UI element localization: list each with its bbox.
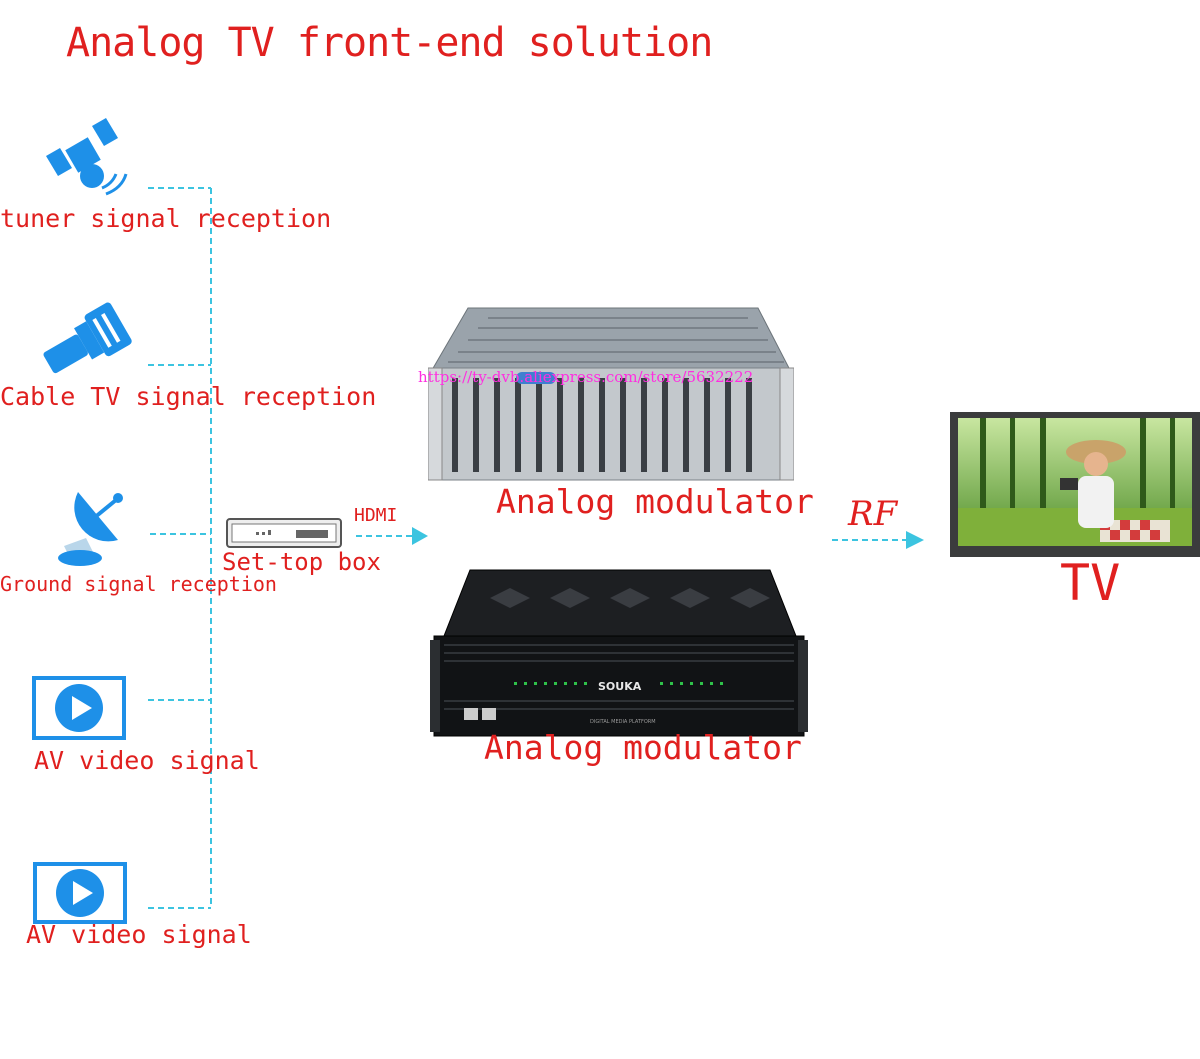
watermark-url: https://ty-dvb.aliexpress.com/store/5632… <box>418 368 754 386</box>
settop-label: Set-top box <box>222 548 381 576</box>
play-icon <box>33 862 127 924</box>
tv-label: TV <box>1060 554 1121 612</box>
hdmi-label: HDMI <box>354 505 398 526</box>
source-label-tuner: tuner signal reception <box>0 204 332 233</box>
satellite-icon <box>40 118 130 196</box>
analog-modulator-rack-black <box>430 568 808 740</box>
source-label-ground: Ground signal reception <box>0 572 277 596</box>
modulator-label-1: Analog modulator <box>496 482 814 521</box>
play-icon <box>32 676 126 740</box>
brand-subtext: DIGITAL MEDIA PLATFORM <box>590 719 656 725</box>
rf-label: RF <box>848 494 898 534</box>
tv-screen-icon <box>950 412 1200 557</box>
settop-box-icon <box>226 518 342 548</box>
brand-logo-souka: SOUKA <box>598 680 642 693</box>
source-label-av-2: AV video signal <box>26 920 252 949</box>
source-label-av-1: AV video signal <box>34 746 260 775</box>
cable-tv-icon <box>38 300 134 382</box>
ground-dish-icon <box>50 486 132 568</box>
source-label-cable: Cable TV signal reception <box>0 382 377 411</box>
diagram-title: Analog TV front-end solution <box>66 20 713 66</box>
analog-modulator-rack-silver <box>427 306 795 484</box>
modulator-label-2: Analog modulator <box>484 728 802 767</box>
